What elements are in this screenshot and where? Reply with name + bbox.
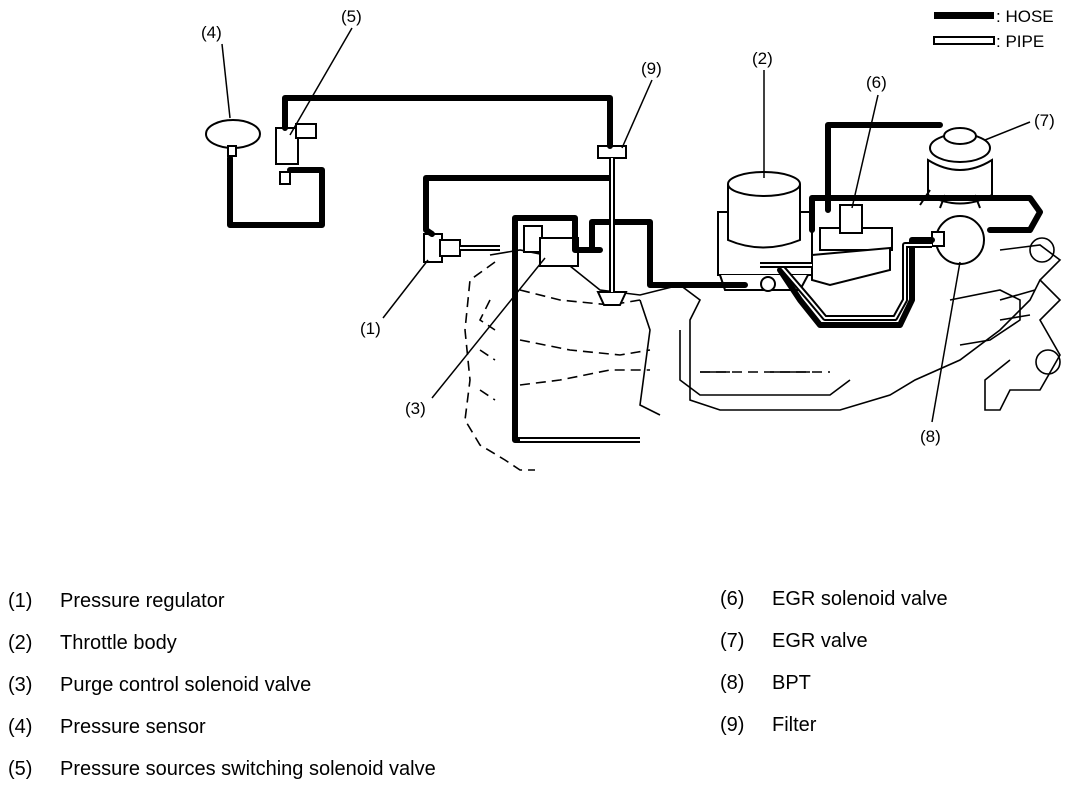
leader-lines xyxy=(221,27,1031,423)
key-label: Filter xyxy=(772,714,817,736)
callout-4: (4) xyxy=(201,23,222,42)
callout-6: (6) xyxy=(866,73,887,92)
key-num: (8) xyxy=(720,672,745,694)
dashed-runners xyxy=(464,261,830,471)
callout-labels: (4) (5) (9) (2) (6) (7) (1) (3) (8) xyxy=(201,7,1055,446)
purge-control-solenoid-valve xyxy=(523,225,579,267)
legend: : HOSE : PIPE xyxy=(933,7,1054,51)
legend-hose-label: : HOSE xyxy=(996,7,1054,26)
throttle-body xyxy=(717,171,813,292)
hoses xyxy=(227,95,1043,443)
key-num: (7) xyxy=(720,630,745,652)
key-label: Pressure sensor xyxy=(60,716,206,738)
callout-7: (7) xyxy=(1034,111,1055,130)
bpt xyxy=(931,215,985,265)
key-label: Pressure regulator xyxy=(60,590,225,612)
pressure-regulator xyxy=(423,233,500,263)
key-item-9: (9) Filter xyxy=(720,713,816,737)
legend-pipe-label: : PIPE xyxy=(996,32,1044,51)
key-label: EGR valve xyxy=(772,630,868,652)
pressure-sensor xyxy=(205,119,261,157)
key-num: (5) xyxy=(8,758,33,780)
key-num: (3) xyxy=(8,674,33,696)
callout-2: (2) xyxy=(752,49,773,68)
callout-5: (5) xyxy=(341,7,362,26)
egr-solenoid-valve xyxy=(811,204,893,287)
key-num: (4) xyxy=(8,716,33,738)
key-label: EGR solenoid valve xyxy=(772,588,948,610)
legend-pipe-swatch xyxy=(933,36,995,45)
filter xyxy=(596,145,628,306)
key-num: (1) xyxy=(8,590,33,612)
key-item-3: (3) Purge control solenoid valve xyxy=(8,673,311,697)
key-item-6: (6) EGR solenoid valve xyxy=(720,587,948,611)
key-num: (9) xyxy=(720,714,745,736)
key-item-7: (7) EGR valve xyxy=(720,629,868,653)
pipes xyxy=(515,158,932,443)
callout-9: (9) xyxy=(641,59,662,78)
key-label: Pressure sources switching solenoid valv… xyxy=(60,758,436,780)
key-item-4: (4) Pressure sensor xyxy=(8,715,206,739)
egr-valve xyxy=(919,127,993,209)
callout-8: (8) xyxy=(920,427,941,446)
callout-1: (1) xyxy=(360,319,381,338)
legend-hose-swatch xyxy=(934,12,994,19)
key-item-8: (8) BPT xyxy=(720,671,811,695)
intake-manifold xyxy=(489,237,1062,416)
key-label: Throttle body xyxy=(60,632,177,654)
key-num: (2) xyxy=(8,632,33,654)
switching-solenoid-valve xyxy=(275,123,317,185)
key-item-2: (2) Throttle body xyxy=(8,631,177,655)
key-num: (6) xyxy=(720,588,745,610)
key-label: Purge control solenoid valve xyxy=(60,674,312,696)
key-item-1: (1) Pressure regulator xyxy=(8,589,225,613)
callout-3: (3) xyxy=(405,399,426,418)
key-label: BPT xyxy=(772,672,811,694)
key-item-5: (5) Pressure sources switching solenoid v… xyxy=(8,757,436,781)
